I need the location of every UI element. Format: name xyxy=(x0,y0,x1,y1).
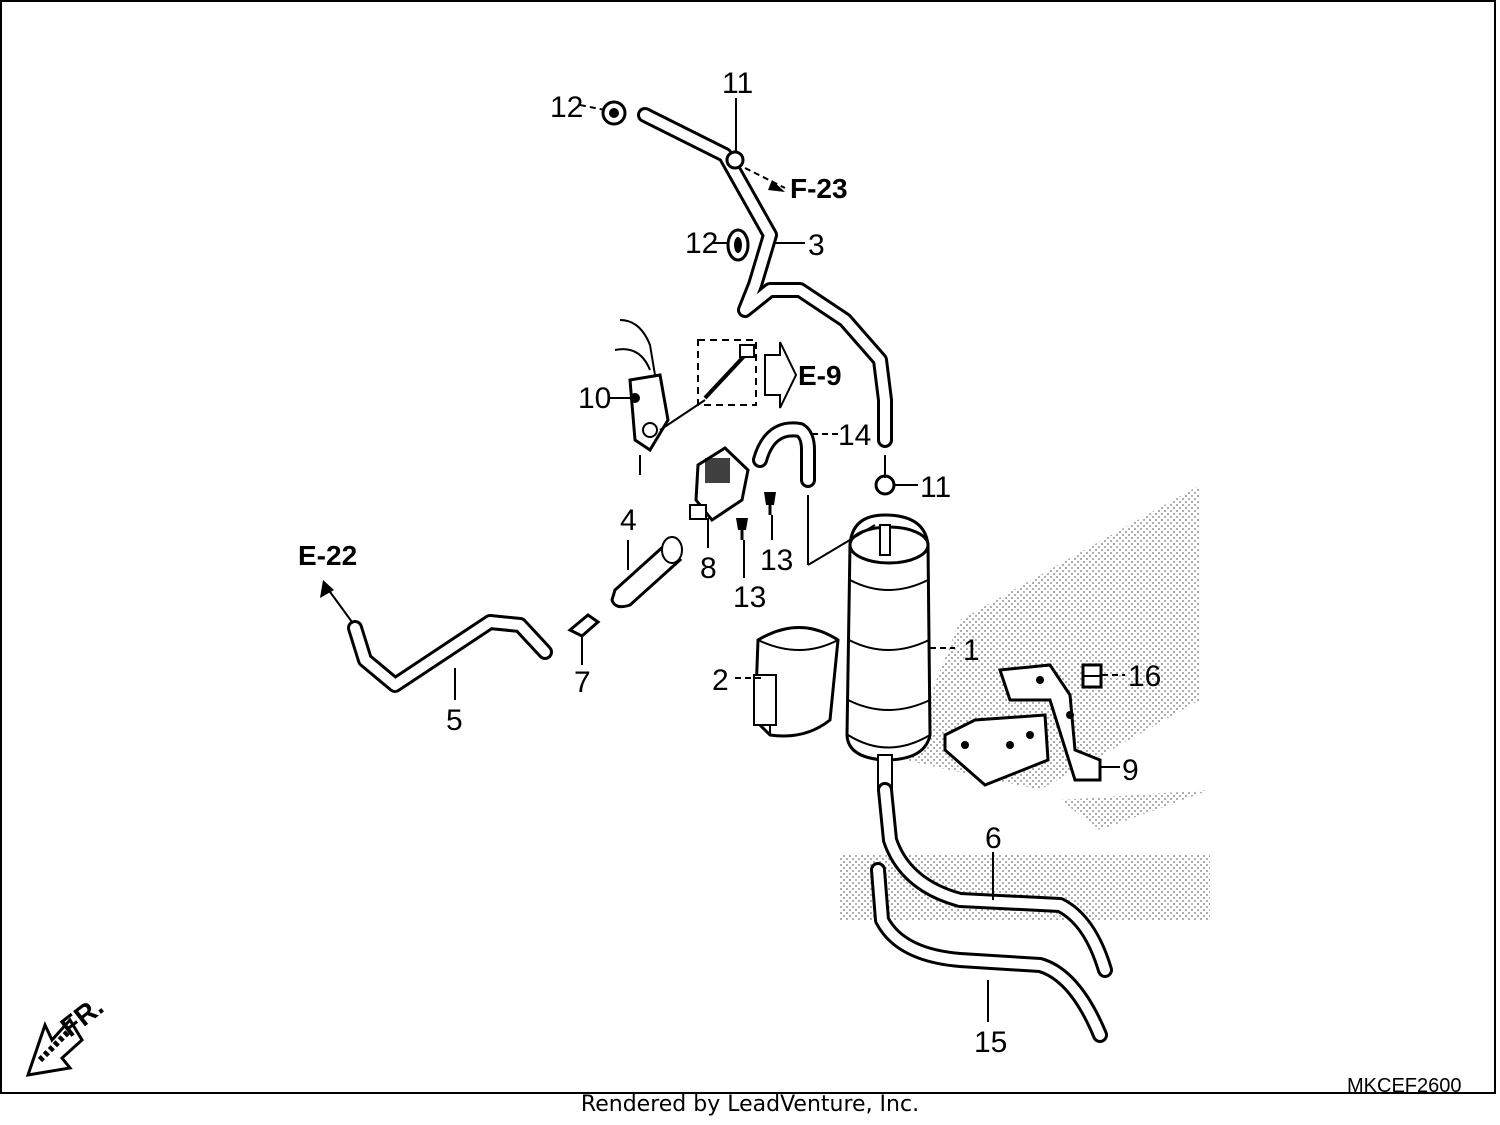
part-4-tube xyxy=(610,536,683,609)
reference-e22: E-22 xyxy=(298,540,357,571)
part-10-switch xyxy=(614,319,670,475)
callout-3: 3 xyxy=(808,229,825,262)
callout-12-lower: 12 xyxy=(685,227,718,260)
part-11-clip-upper xyxy=(725,150,745,170)
part-8-valve xyxy=(689,446,750,523)
callout-12-upper: 12 xyxy=(550,91,583,124)
callout-14: 14 xyxy=(838,419,871,452)
part-7-connector xyxy=(567,613,601,638)
callout-5: 5 xyxy=(446,704,463,737)
callout-10: 10 xyxy=(578,382,611,415)
callout-11-upper: 11 xyxy=(722,67,753,100)
diagram-code: MKCEF2600 xyxy=(1347,1075,1462,1095)
leader-lines xyxy=(324,98,1125,1022)
part-5-pipe xyxy=(347,614,553,693)
part-13-screw-a xyxy=(764,492,776,515)
part-3-pipe xyxy=(637,107,893,448)
e9-reference-box xyxy=(697,339,798,409)
callout-9: 9 xyxy=(1122,754,1139,787)
callout-16: 16 xyxy=(1128,660,1161,693)
callout-11-lower: 11 xyxy=(920,471,951,504)
part-15-hose xyxy=(870,862,1108,1043)
reference-f23: F-23 xyxy=(790,173,848,204)
part-13-screw-b xyxy=(736,518,748,540)
part-16-bolt xyxy=(1081,663,1103,689)
callout-4: 4 xyxy=(620,504,637,537)
front-direction-arrow: FR. xyxy=(25,991,109,1077)
part-9-bracket xyxy=(943,663,1102,787)
callout-1: 1 xyxy=(963,634,980,667)
callout-13-b: 13 xyxy=(733,581,766,614)
callout-13-a: 13 xyxy=(760,544,793,577)
part-1-canister xyxy=(845,513,932,791)
callout-6: 6 xyxy=(985,822,1002,855)
footer-credit: Rendered by LeadVenture, Inc. xyxy=(580,1092,920,1117)
parts-diagram: FR. 1 2 3 4 5 6 7 8 9 10 11 11 12 12 13 … xyxy=(25,67,1462,1095)
part-12-clamp-lower xyxy=(726,228,750,262)
callout-8: 8 xyxy=(700,552,717,585)
part-12-clamp-upper xyxy=(601,100,627,126)
callout-2: 2 xyxy=(712,664,729,697)
part-2-band xyxy=(753,626,840,738)
part-14-hose xyxy=(752,421,816,488)
part-6-hose xyxy=(877,782,1113,978)
part-11-clip-lower xyxy=(874,474,896,496)
callout-15: 15 xyxy=(974,1026,1007,1059)
reference-e9: E-9 xyxy=(798,360,842,391)
callout-7: 7 xyxy=(574,666,591,699)
